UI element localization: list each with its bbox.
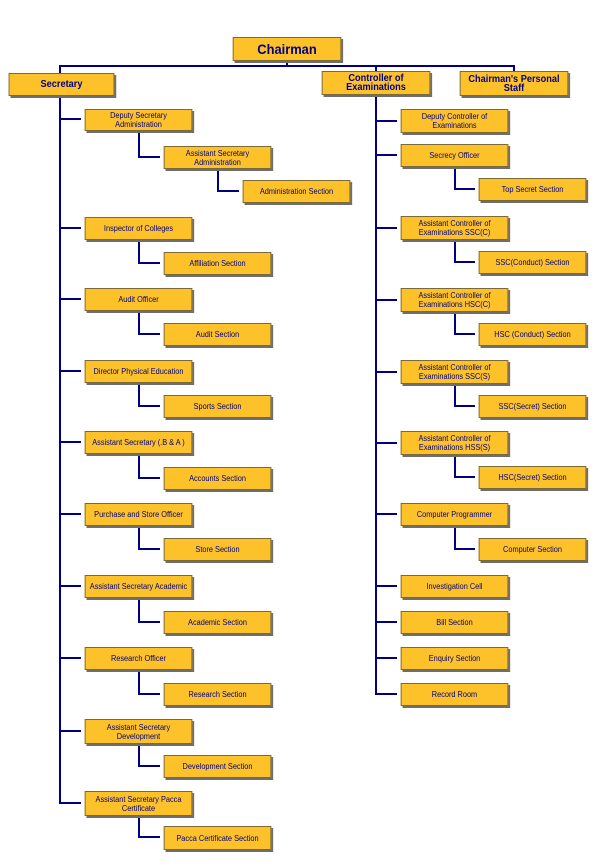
ssc-secret-section-box: SSC(Secret) Section: [478, 395, 587, 418]
assistant-controller-hsc-c-box: Assistant Controller of Examinations HSC…: [400, 288, 509, 312]
investigation-cell-box: Investigation Cell: [400, 575, 509, 598]
purchase-and-store-officer-box: Purchase and Store Officer: [84, 503, 193, 526]
chairmans-personal-staff-box: Chairman's Personal Staff: [459, 71, 569, 96]
bill-section-box: Bill Section: [400, 611, 509, 634]
assistant-secretary-academic-box: Assistant Secretary Academic: [84, 575, 193, 598]
pacca-certificate-section-box: Pacca Certificate Section: [163, 826, 272, 850]
top-secret-section-box: Top Secret Section: [478, 178, 587, 201]
sports-section-box: Sports Section: [163, 395, 272, 418]
administration-section-box: Administration Section: [242, 180, 351, 203]
accounts-section-box: Accounts Section: [163, 467, 272, 490]
assistant-secretary-administration-box: Assistant Secretary Administration: [163, 146, 272, 169]
chairman-box: Chairman: [232, 37, 342, 61]
hsc-conduct-section-box: HSC (Conduct) Section: [478, 323, 587, 346]
computer-programmer-box: Computer Programmer: [400, 503, 509, 526]
research-section-box: Research Section: [163, 683, 272, 706]
assistant-secretary-b-and-a-box: Assistant Secretary (.B & A ): [84, 431, 193, 454]
computer-section-box: Computer Section: [478, 538, 587, 561]
assistant-controller-hss-s-box: Assistant Controller of Examinations HSS…: [400, 431, 509, 455]
assistant-secretary-pacca-certificate-box: Assistant Secretary Pacca Certificate: [84, 791, 193, 816]
record-room-box: Record Room: [400, 683, 509, 706]
store-section-box: Store Section: [163, 538, 272, 561]
audit-section-box: Audit Section: [163, 323, 272, 346]
controller-of-examinations-box: Controller of Examinations: [321, 71, 431, 95]
affiliation-section-box: Affiliation Section: [163, 252, 272, 275]
assistant-controller-ssc-c-box: Assistant Controller of Examinations SSC…: [400, 216, 509, 240]
inspector-of-colleges-box: Inspector of Colleges: [84, 217, 193, 240]
deputy-controller-of-examinations-box: Deputy Controller of Examinations: [400, 109, 509, 133]
director-physical-education-box: Director Physical Education: [84, 360, 193, 383]
ssc-conduct-section-box: SSC(Conduct) Section: [478, 251, 587, 274]
deputy-secretary-administration-box: Deputy Secretary Administration: [84, 109, 193, 131]
development-section-box: Development Section: [163, 755, 272, 778]
enquiry-section-box: Enquiry Section: [400, 647, 509, 670]
secrecy-officer-box: Secrecy Officer: [400, 144, 509, 167]
audit-officer-box: Audit Officer: [84, 288, 193, 311]
academic-section-box: Academic Section: [163, 611, 272, 634]
hsc-secret-section-box: HSC(Secret) Section: [478, 466, 587, 489]
assistant-secretary-development-box: Assistant Secretary Development: [84, 719, 193, 744]
secretary-box: Secretary: [8, 73, 115, 96]
assistant-controller-ssc-s-box: Assistant Controller of Examinations SSC…: [400, 360, 509, 384]
research-officer-box: Research Officer: [84, 647, 193, 670]
